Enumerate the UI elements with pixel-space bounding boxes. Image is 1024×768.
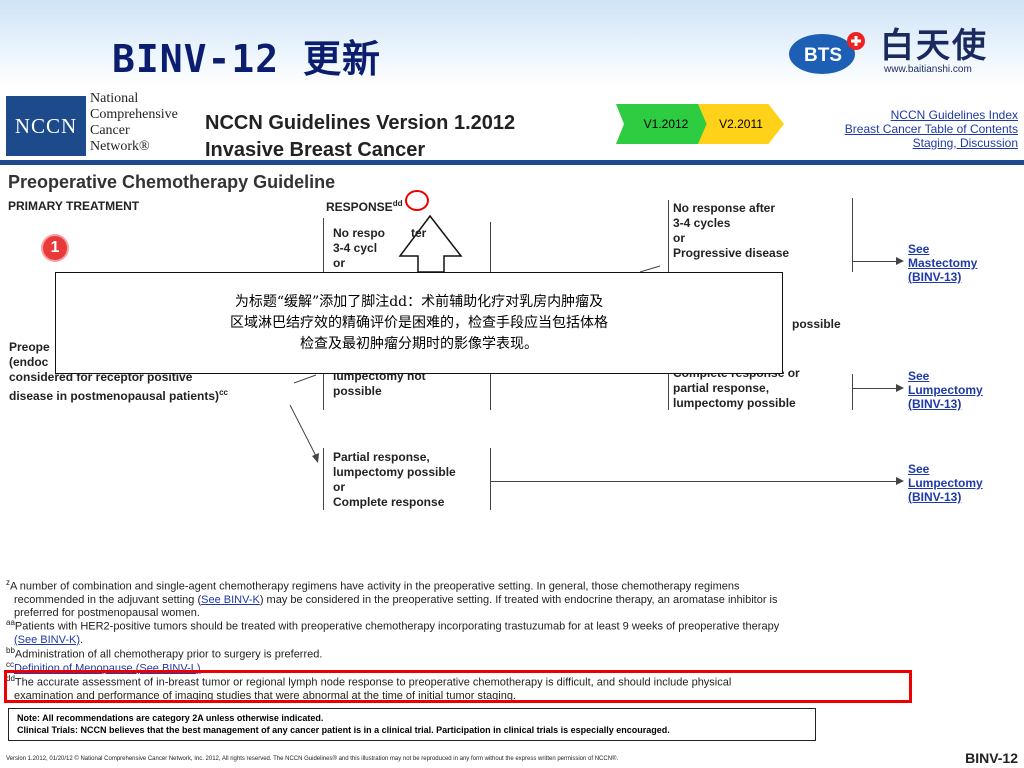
outcome-bracket-top xyxy=(668,200,669,272)
page-id: BINV-12 xyxy=(965,750,1018,766)
outcome-bracket-mid xyxy=(668,374,669,410)
copyright-footer: Version 1.2012, 01/20/12 © National Comp… xyxy=(6,756,619,762)
response-box-divider-bottom xyxy=(490,448,491,510)
response-box-divider xyxy=(490,222,491,272)
recommendation-note: Note: All recommendations are category 2… xyxy=(8,708,816,741)
toc-links: NCCN Guidelines Index Breast Cancer Tabl… xyxy=(845,108,1018,150)
outcome-no-response: No response after 3-4 cycles or Progress… xyxy=(673,201,790,260)
translation-callout: 为标题“缓解”添加了脚注dd：术前辅助化疗对乳房内肿瘤及 区域淋巴结疗效的精确评… xyxy=(55,272,783,374)
footnote-dd: ddThe accurate assessment of in-breast t… xyxy=(6,674,732,702)
see-binv-k-link-2[interactable]: (See BINV-K) xyxy=(14,633,81,646)
primary-treatment-text: Preope (endoc considered for receptor po… xyxy=(9,340,228,403)
response-header: RESPONSEdd xyxy=(326,199,403,214)
slide-title: BINV-12 更新 xyxy=(112,37,382,81)
flow-connector-mid xyxy=(852,388,902,389)
response-partial-complete: Partial response, lumpectomy possible or… xyxy=(333,450,456,509)
guidelines-index-link[interactable]: NCCN Guidelines Index xyxy=(890,108,1018,122)
footnote-z: zA number of combination and single-agen… xyxy=(6,578,778,619)
header-divider xyxy=(0,160,1024,165)
footnote-aa: aaPatients with HER2-positive tumors sho… xyxy=(6,618,780,646)
flow-connector-bottom xyxy=(490,481,902,482)
response-bracket-bottom xyxy=(323,448,324,510)
step-badge: 1 xyxy=(43,236,67,260)
brand-url: www.baitianshi.com xyxy=(884,64,972,75)
nccn-logo: NCCN xyxy=(6,96,86,156)
primary-treatment-header: PRIMARY TREATMENT xyxy=(8,199,140,213)
see-binv-k-link[interactable]: See BINV-K xyxy=(201,593,260,606)
guideline-title: NCCN Guidelines Version 1.2012 Invasive … xyxy=(205,112,516,161)
table-of-contents-link[interactable]: Breast Cancer Table of Contents xyxy=(844,122,1018,136)
bts-logo-icon: BTS xyxy=(789,32,865,74)
outcome-possible-fragment: possible xyxy=(792,317,841,331)
footnote-dd-highlight-box xyxy=(4,670,912,703)
version-tab-previous[interactable]: V2.2011 xyxy=(698,104,784,144)
outcome-divider-top xyxy=(852,198,853,272)
footnote-dd-highlight xyxy=(405,190,429,211)
section-title: Preoperative Chemotherapy Guideline xyxy=(8,172,336,192)
response-bracket xyxy=(323,218,324,272)
response-box-divider-lower xyxy=(490,374,491,410)
brand-name: 白天使 xyxy=(880,26,988,66)
footnote-bb: bbAdministration of all chemotherapy pri… xyxy=(6,646,323,661)
response-bracket-lower xyxy=(323,374,324,410)
nccn-full-name: National Comprehensive Cancer Network® xyxy=(90,91,178,154)
outcome-divider-mid xyxy=(852,374,853,410)
bts-logo-text: BTS xyxy=(804,45,842,66)
staging-discussion-link[interactable]: Staging, Discussion xyxy=(912,136,1018,150)
version-tab-current[interactable]: V1.2012 xyxy=(616,104,716,144)
flow-connector-top xyxy=(852,261,902,262)
